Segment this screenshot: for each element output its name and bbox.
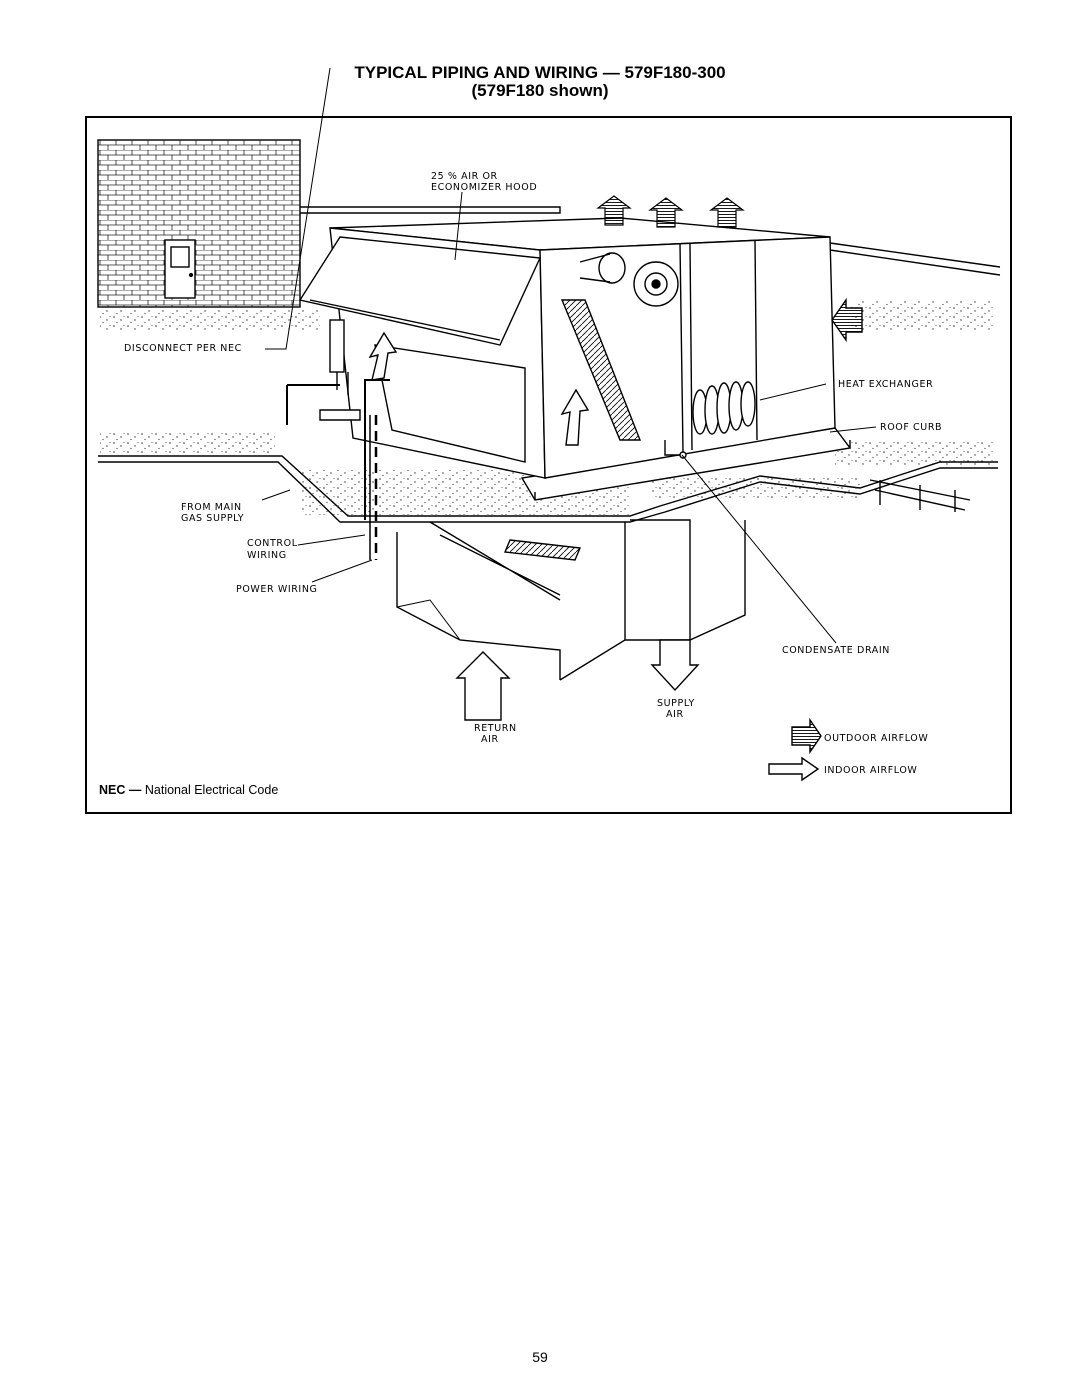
heat-exchanger (692, 381, 756, 435)
label-control-2: WIRING (247, 550, 287, 561)
page-title: TYPICAL PIPING AND WIRING — 579F180-300 (354, 63, 726, 82)
label-supply-2: AIR (666, 709, 684, 720)
label-condensate-drain: CONDENSATE DRAIN (782, 645, 890, 656)
page-subtitle: (579F180 shown) (471, 81, 609, 100)
label-supply-1: SUPPLY (657, 698, 695, 709)
nec-definition: National Electrical Code (144, 783, 279, 797)
supply-air-arrow (650, 639, 700, 692)
label-roof-curb: ROOF CURB (880, 422, 942, 433)
label-gas-1: FROM MAIN (181, 502, 242, 513)
gas-pipe (286, 379, 390, 520)
legend-outdoor-label: OUTDOOR AIRFLOW (824, 733, 928, 744)
outdoor-inlet-arrow (831, 297, 863, 343)
nec-dash: — (128, 783, 142, 797)
supply-duct (630, 519, 746, 642)
label-power-wiring: POWER WIRING (236, 584, 318, 595)
page-number: 59 (532, 1349, 548, 1365)
callout-labels: 25 % AIR OR ECONOMIZER HOOD DISCONNECT P… (124, 171, 942, 776)
nec-abbr: NEC (99, 783, 126, 797)
label-control-1: CONTROL (247, 538, 298, 549)
legend-indoor-arrow (768, 756, 820, 782)
brick-wall (97, 139, 301, 308)
label-hood-1: 25 % AIR OR (431, 171, 498, 182)
return-air-arrow (455, 651, 511, 721)
legend-indoor-label: INDOOR AIRFLOW (824, 765, 917, 776)
diagram-frame (85, 116, 1012, 814)
label-return-1: RETURN (474, 723, 517, 734)
coil (560, 299, 642, 441)
disconnect-box (329, 319, 345, 373)
nec-footnote: NEC — National Electrical Code (99, 783, 278, 797)
indoor-arrow-2 (560, 388, 590, 446)
exhaust-arrows (596, 195, 745, 228)
label-disconnect: DISCONNECT PER NEC (124, 343, 242, 354)
label-hood-2: ECONOMIZER HOOD (431, 182, 537, 193)
legend-outdoor-arrow (791, 717, 822, 755)
indoor-arrow-1 (368, 331, 398, 381)
label-return-2: AIR (481, 734, 499, 745)
label-gas-2: GAS SUPPLY (181, 513, 244, 524)
label-heat-exchanger: HEAT EXCHANGER (838, 379, 933, 390)
economizer-hood (298, 236, 542, 346)
